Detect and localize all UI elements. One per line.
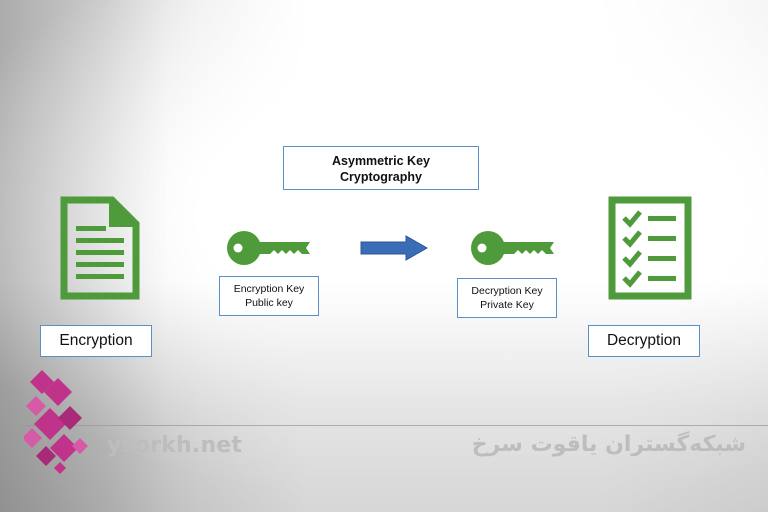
- watermark-name: شبکه‌گستران یاقوت سرخ: [471, 432, 746, 457]
- footer-divider: [22, 425, 768, 426]
- encryption-key-box: Encryption Key Public key: [219, 276, 319, 316]
- encryption-label: Encryption: [40, 325, 152, 357]
- private-key-icon: [470, 228, 556, 268]
- brand-logo-icon: [22, 368, 94, 476]
- encryption-key-line-1: Encryption Key: [233, 283, 305, 295]
- decryption-key-line-2: Private Key: [480, 299, 534, 311]
- diagram-title-line-1: Asymmetric Key: [332, 154, 430, 168]
- decryption-key-box: Decryption Key Private Key: [457, 278, 557, 318]
- encryption-key-line-2: Public key: [245, 297, 293, 309]
- document-icon: [60, 196, 140, 300]
- diagram-title-box: Asymmetric Key Cryptography: [283, 146, 479, 190]
- decryption-label: Decryption: [588, 325, 700, 357]
- checklist-icon: [608, 196, 692, 300]
- public-key-icon: [226, 228, 312, 268]
- watermark-url: ysorkh.net: [107, 433, 243, 458]
- diagram-title-line-2: Cryptography: [340, 170, 422, 184]
- decryption-key-line-1: Decryption Key: [471, 285, 543, 297]
- arrow-right-icon: [360, 235, 429, 261]
